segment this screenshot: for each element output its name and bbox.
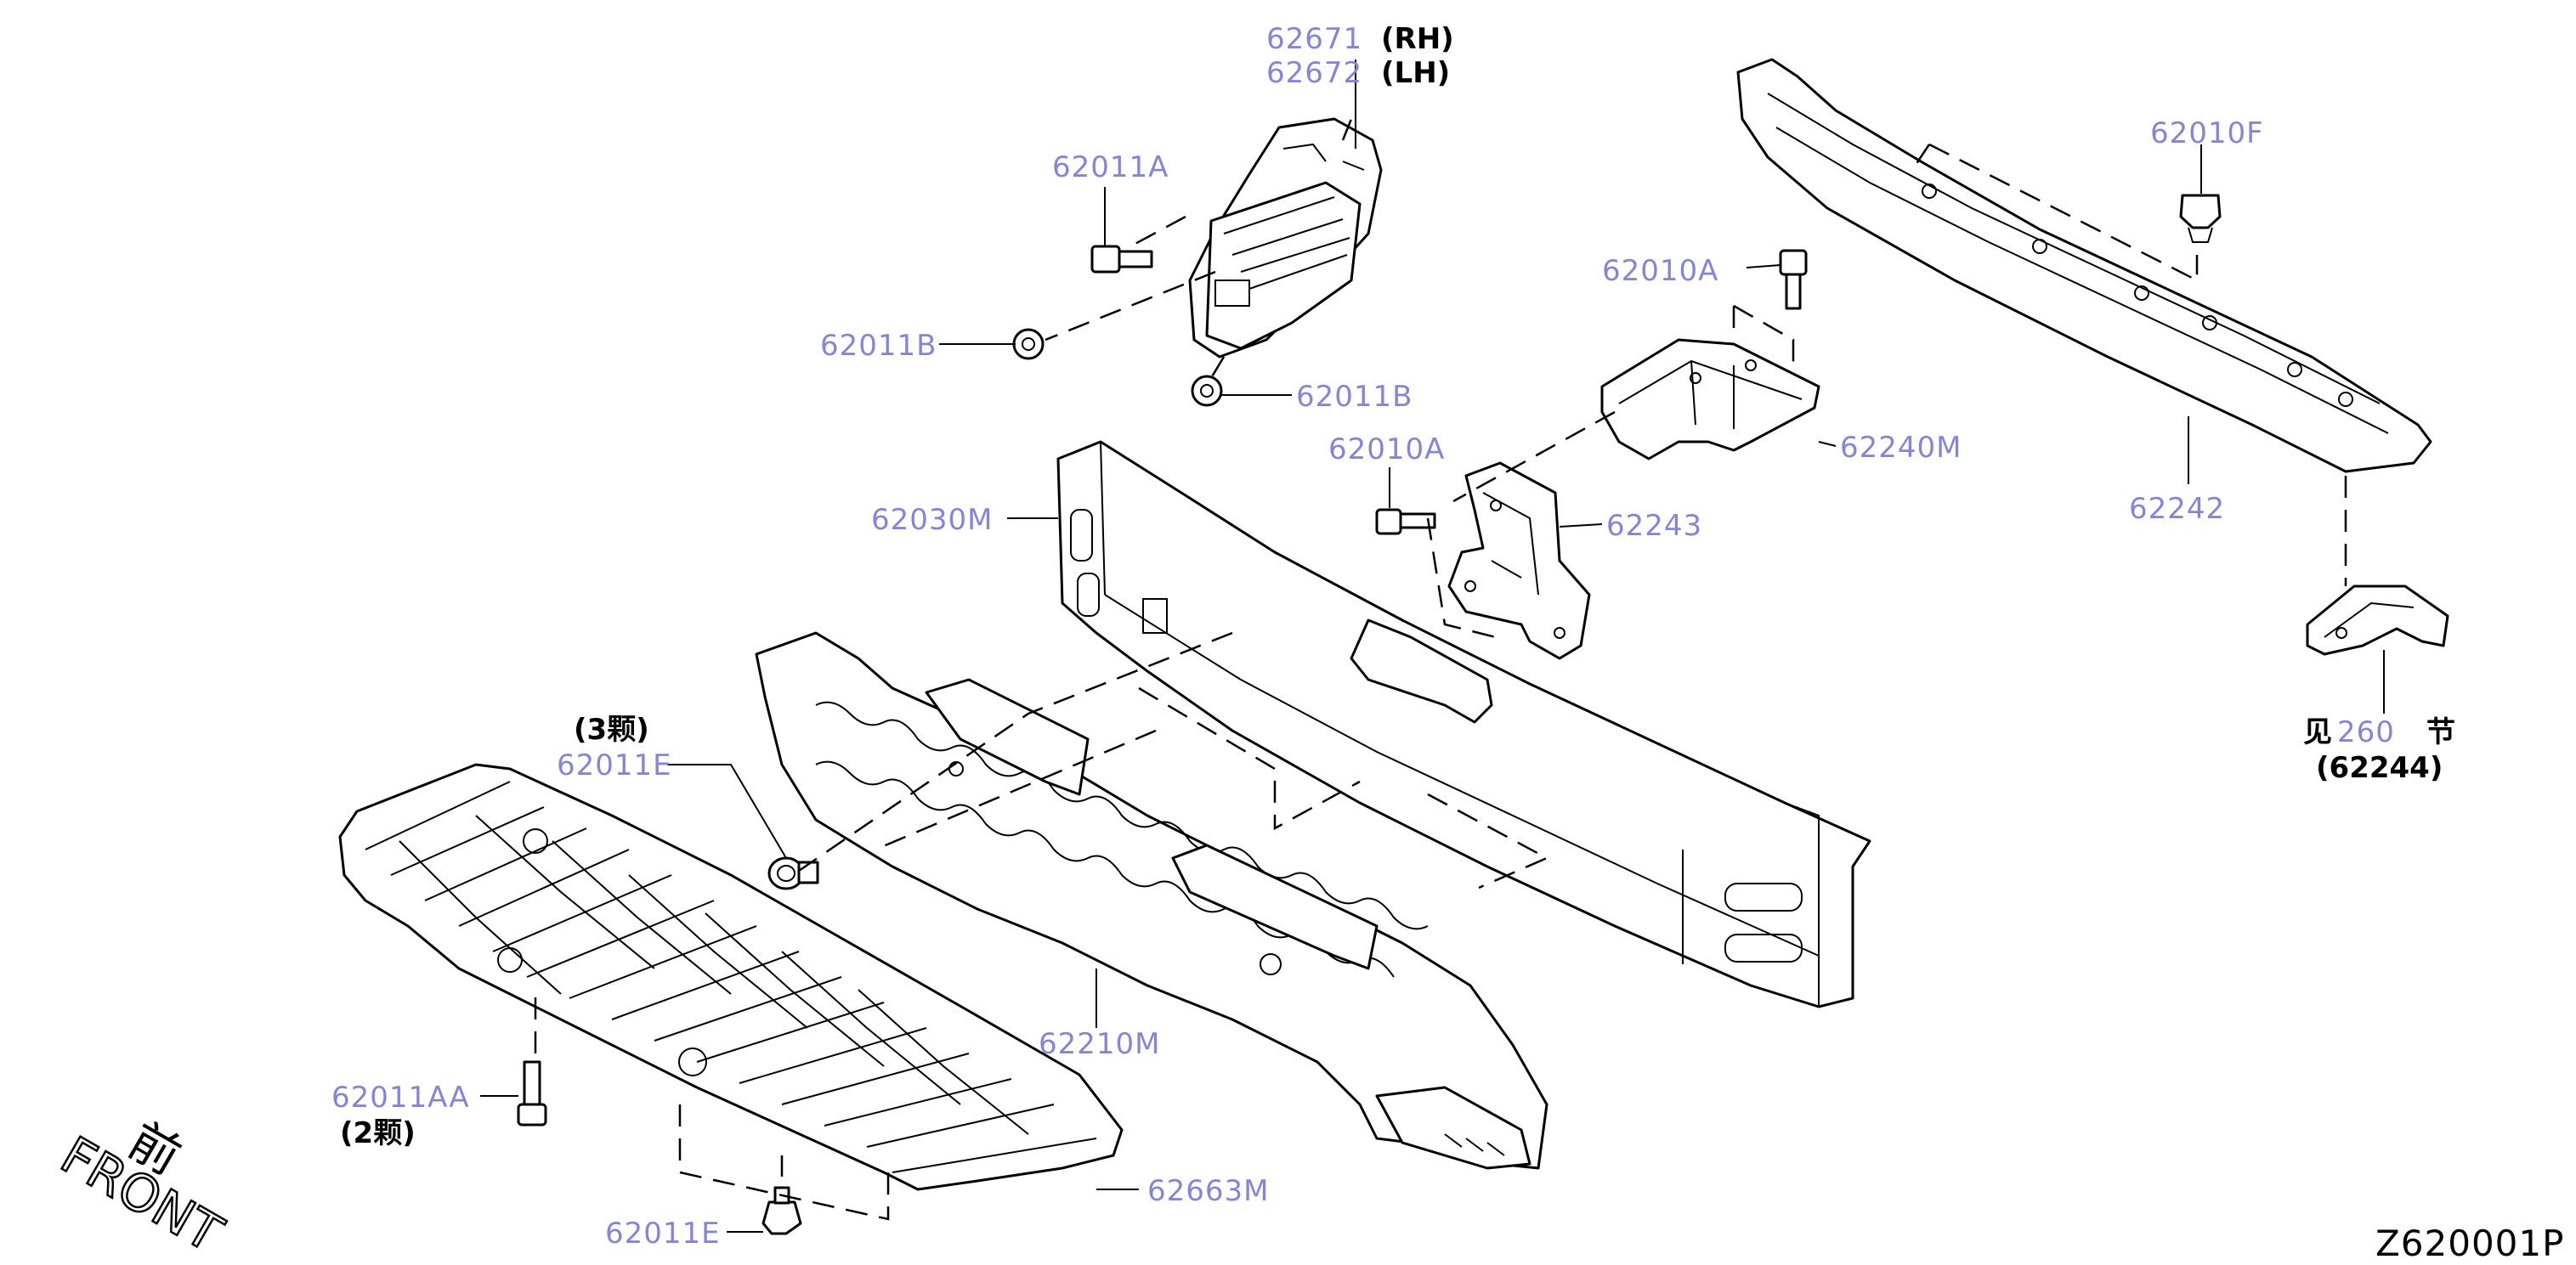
- label-62243: 62243: [1606, 509, 1702, 543]
- label-62030M: 62030M: [871, 503, 994, 537]
- bolt-62010A-top: [1779, 249, 1808, 310]
- see-prefix: 见: [2303, 715, 2332, 749]
- clip-62010F: [2179, 194, 2222, 243]
- nut-62011B-left: [1012, 328, 1045, 360]
- label-62010A-mid: 62010A: [1328, 432, 1445, 466]
- bumper-reinforcement-62030M: [1056, 440, 1871, 1008]
- see-section-reference: 见 260 节 (62244): [2303, 715, 2455, 785]
- label-62010A-top: 62010A: [1602, 254, 1718, 288]
- label-62011A: 62011A: [1052, 150, 1169, 184]
- label-62011B-left: 62011B: [820, 329, 937, 363]
- label-62672-side: (LH): [1381, 56, 1450, 90]
- label-62010F: 62010F: [2150, 116, 2264, 150]
- quantity-3: (3颗): [574, 713, 649, 747]
- clip-62011E-bottom: [761, 1186, 802, 1235]
- quantity-2: (2颗): [340, 1116, 416, 1150]
- bolt-62011AA: [517, 1060, 547, 1127]
- see-suffix: 节: [2426, 715, 2455, 749]
- bracket-62671-62672: [1188, 117, 1383, 359]
- leader-lines: [480, 59, 2385, 1233]
- alignment-dashes: [534, 118, 2347, 1221]
- label-62671-side: (RH): [1381, 22, 1454, 56]
- bracket-62240M: [1600, 338, 1820, 460]
- label-62242: 62242: [2129, 492, 2225, 526]
- energy-absorber-62210M: [755, 631, 1548, 1170]
- bolt-62011A: [1090, 245, 1153, 274]
- label-62672: 62672: [1266, 56, 1362, 90]
- section-number-link[interactable]: 260: [2337, 715, 2395, 749]
- label-62011E-bottom: 62011E: [605, 1217, 721, 1251]
- diagram-code: Z620001P: [2375, 1223, 2564, 1261]
- callout-labels: 62671 (RH) 62672 (LH) 62011A 62011B 6201…: [331, 22, 2264, 1251]
- label-62671: 62671: [1266, 22, 1362, 56]
- label-62210M: 62210M: [1039, 1027, 1161, 1061]
- undercover-62663M: [338, 763, 1124, 1191]
- nut-62011B-right: [1191, 375, 1223, 407]
- label-62011E-top: 62011E: [557, 748, 672, 782]
- reinforcement-62242: [1736, 58, 2432, 473]
- front-direction-indicator: 前 FRONT: [50, 1111, 233, 1265]
- label-62663M: 62663M: [1147, 1174, 1270, 1208]
- bracket-62244: [2306, 584, 2449, 656]
- bracket-62243: [1447, 461, 1591, 660]
- label-62011B-right: 62011B: [1296, 380, 1413, 414]
- see-part-ref: (62244): [2316, 751, 2443, 785]
- label-62011AA: 62011AA: [331, 1081, 470, 1115]
- label-62240M: 62240M: [1840, 431, 1962, 465]
- bolt-62010A-mid: [1375, 508, 1436, 535]
